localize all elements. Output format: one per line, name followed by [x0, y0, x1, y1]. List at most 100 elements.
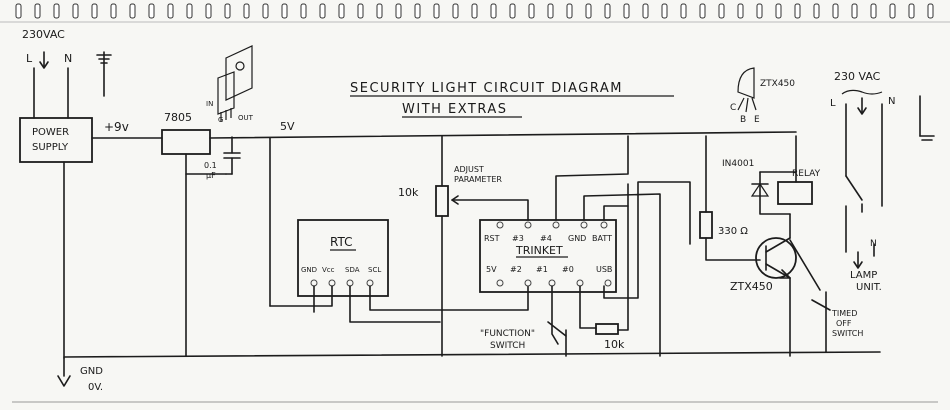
- ground-label-1: GND: [80, 366, 103, 377]
- trinket-wiring: [551, 135, 691, 357]
- spiral-ring: [34, 3, 41, 19]
- lamp-neutral-label: N: [870, 239, 877, 249]
- spiral-ring: [490, 3, 497, 19]
- mains-left-live: L: [26, 52, 33, 65]
- trinket-pin-5v: 5V: [486, 265, 497, 274]
- relay-label: RELAY: [792, 169, 821, 179]
- spiral-ring: [433, 3, 440, 19]
- function-switch-label-2: SWITCH: [490, 341, 525, 351]
- spiral-ring: [129, 3, 136, 19]
- power-supply-label-2: SUPPLY: [32, 142, 69, 153]
- spiral-ring: [414, 3, 421, 19]
- lamp-label-1: LAMP: [850, 270, 877, 281]
- rtc-pin-sda: SDA: [345, 266, 360, 274]
- power-supply-box: [19, 117, 93, 163]
- spiral-ring: [718, 3, 725, 19]
- diode-label: IN4001: [722, 159, 754, 169]
- spiral-ring: [243, 3, 250, 19]
- capacitor-label-1: 0.1: [204, 161, 217, 170]
- spiral-ring: [908, 3, 915, 19]
- regulator-package-icon: [217, 45, 253, 122]
- title-line-1: SECURITY LIGHT CIRCUIT DIAGRAM: [350, 81, 623, 96]
- spiral-ring: [509, 3, 516, 19]
- regulator-box: [161, 129, 211, 155]
- regulator-pin-in: IN: [206, 100, 213, 108]
- lamp-arrow-icon: [853, 251, 863, 269]
- trinket-pin-batt: BATT: [592, 234, 612, 243]
- spiral-ring: [91, 3, 98, 19]
- capacitor-label-2: μF: [206, 171, 216, 180]
- spiral-ring: [927, 3, 934, 19]
- trinket-pin-usb: USB: [596, 265, 612, 274]
- transistor-icon-pin-e: E: [754, 115, 760, 125]
- rtc-label: RTC: [330, 235, 352, 249]
- spiral-ring: [680, 3, 687, 19]
- trinket-pin-2: #2: [510, 265, 522, 274]
- spiral-ring: [148, 3, 155, 19]
- spiral-ring: [642, 3, 649, 19]
- function-switch-label-1: "FUNCTION": [480, 329, 535, 339]
- potentiometer-body: [435, 185, 449, 217]
- spiral-ring: [376, 3, 383, 19]
- spiral-ring: [110, 3, 117, 19]
- spiral-ring: [870, 3, 877, 19]
- spiral-ring: [262, 3, 269, 19]
- title-line-2: WITH EXTRAS: [402, 102, 508, 117]
- capacitor-symbol: [223, 136, 241, 175]
- pot-value: 10k: [398, 186, 419, 199]
- spiral-ring: [357, 3, 364, 19]
- rtc-pin-vcc: Vcc: [322, 266, 335, 274]
- spiral-ring: [528, 3, 535, 19]
- rail-5v-label: 5V: [280, 120, 295, 133]
- spiral-ring: [566, 3, 573, 19]
- spiral-ring: [794, 3, 801, 19]
- spiral-ring: [851, 3, 858, 19]
- main-transistor-label: ZTX450: [730, 280, 773, 293]
- mains-left-neutral: N: [64, 52, 72, 65]
- diode-symbol: [750, 171, 797, 215]
- rtc-pin-gnd: GND: [301, 266, 317, 274]
- lamp-label-2: UNIT.: [856, 282, 882, 293]
- spiral-ring: [756, 3, 763, 19]
- pot-label-1: ADJUST: [454, 165, 484, 174]
- rtc-pin-holes: [310, 279, 374, 287]
- power-supply-output: +9v: [104, 120, 129, 134]
- timed-switch-label-2: OFF: [836, 319, 852, 328]
- trinket-pin-rst: RST: [484, 234, 500, 243]
- pot-label-2: PARAMETER: [454, 175, 502, 184]
- transistor-icon-label: ZTX450: [760, 79, 795, 89]
- spiral-binding: [15, 3, 934, 19]
- trinket-label: TRINKET: [515, 244, 563, 257]
- spiral-ring: [585, 3, 592, 19]
- pulldown-resistor-10k: [595, 323, 619, 335]
- spiral-ring: [319, 3, 326, 19]
- spiral-ring: [205, 3, 212, 19]
- spiral-ring: [53, 3, 60, 19]
- trinket-bottom-holes: [496, 279, 612, 287]
- spiral-ring: [604, 3, 611, 19]
- regulator-pin-gnd: G: [218, 116, 223, 124]
- mains-right-voltage: 230 VAC: [834, 70, 881, 83]
- spiral-ring: [547, 3, 554, 19]
- regulator-pin-out: OUT: [238, 114, 254, 122]
- spiral-ring: [186, 3, 193, 19]
- function-switch-symbol: [547, 321, 567, 357]
- spiral-ring: [737, 3, 744, 19]
- spiral-ring: [623, 3, 630, 19]
- spiral-ring: [395, 3, 402, 19]
- mains-left-wires: [33, 51, 112, 119]
- relay-coil: [777, 181, 813, 205]
- trinket-pin-gnd: GND: [568, 234, 586, 243]
- timed-switch-label-3: SWITCH: [832, 329, 863, 338]
- spiral-ring: [813, 3, 820, 19]
- rtc-pin-scl: SCL: [368, 266, 381, 274]
- ground-label-2: 0V.: [88, 382, 103, 393]
- spiral-ring: [224, 3, 231, 19]
- spiral-ring: [889, 3, 896, 19]
- timed-off-switch-symbol: [789, 239, 831, 353]
- rtc-module: [297, 219, 389, 297]
- regulator-ground-wire: [185, 153, 227, 357]
- rtc-wiring: [269, 137, 529, 323]
